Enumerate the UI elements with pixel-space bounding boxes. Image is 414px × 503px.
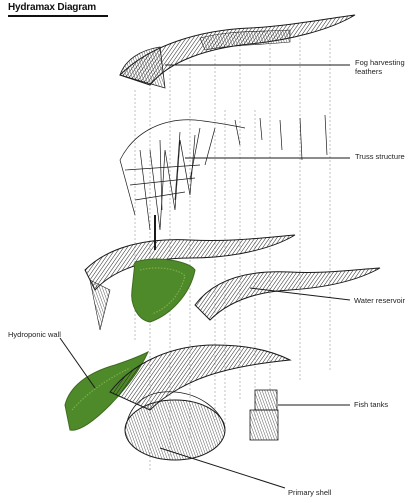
base-layer <box>65 345 290 460</box>
label-hydroponic-wall: Hydroponic wall <box>8 330 61 339</box>
truss-structure-layer <box>120 115 327 250</box>
label-primary-shell: Primary shell <box>288 488 331 497</box>
fog-harvesting-feathers-layer <box>120 15 355 88</box>
water-reservoir-layer <box>85 235 380 330</box>
label-fish-tanks: Fish tanks <box>354 400 388 409</box>
label-fog-harvesting: Fog harvesting feathers <box>355 58 405 76</box>
label-water-reservoir: Water reservoir <box>354 296 405 305</box>
label-truss-structure: Truss structure <box>355 152 405 161</box>
